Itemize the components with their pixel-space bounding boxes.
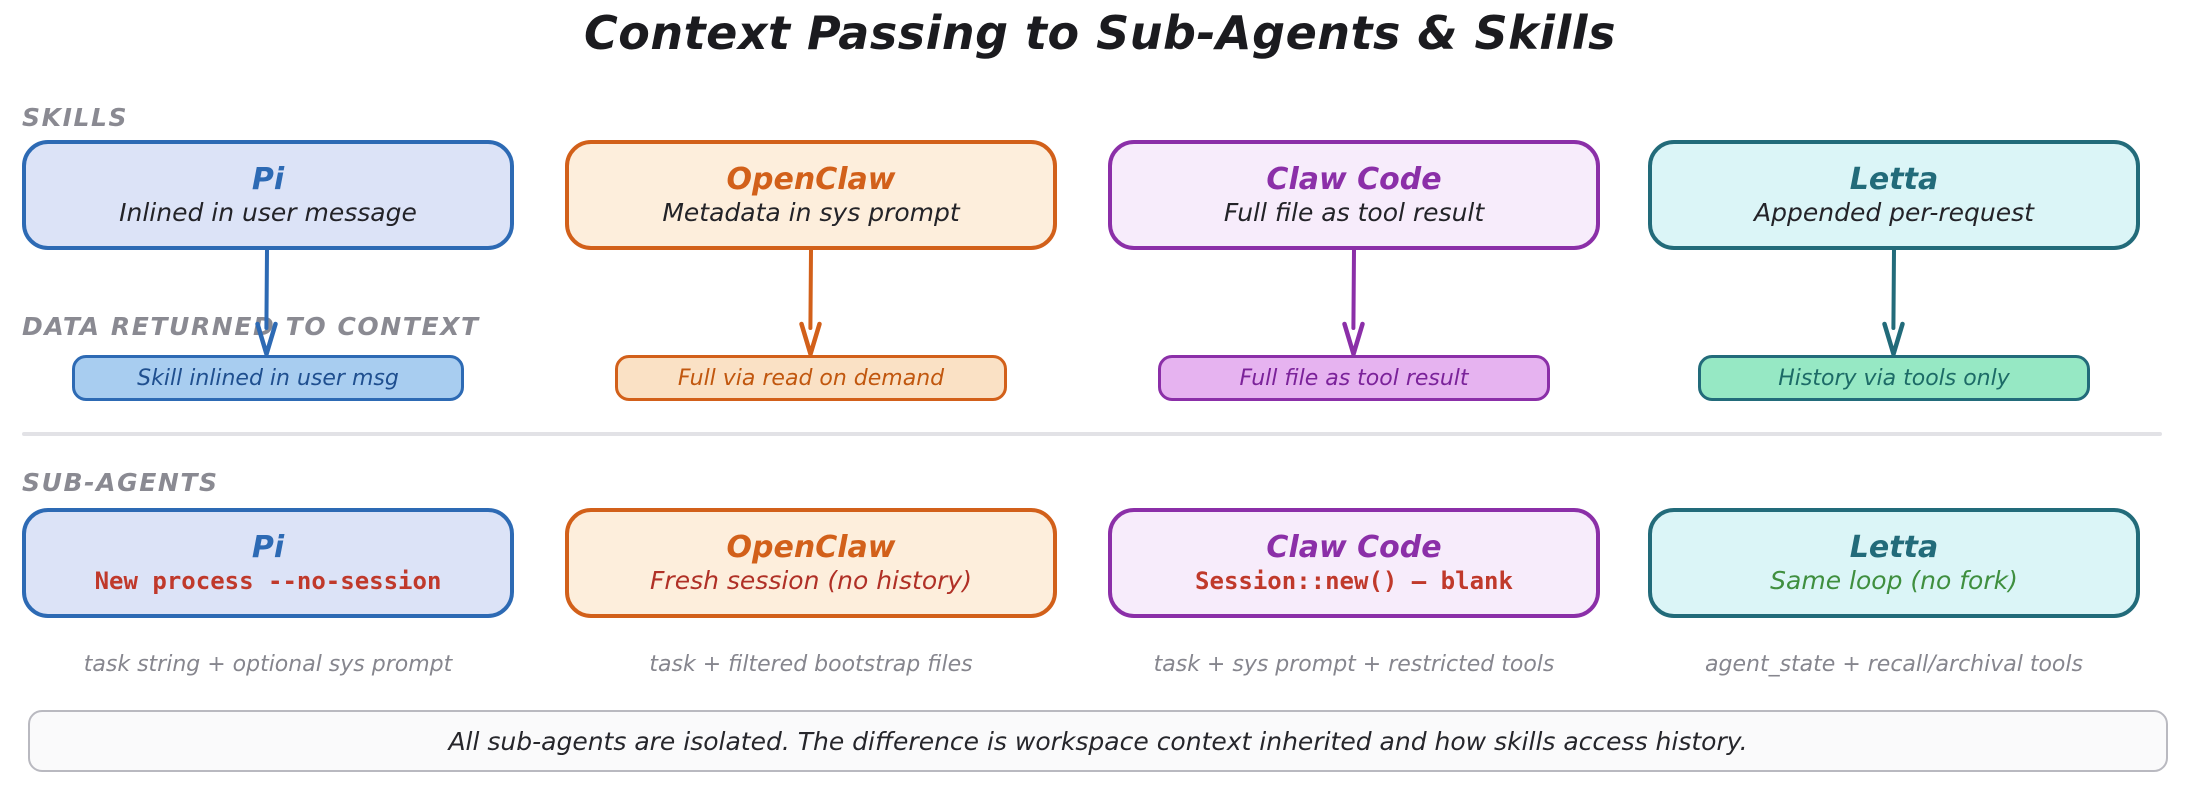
subagent-card-title: OpenClaw [726,529,896,565]
subagent-caption: task string + optional sys prompt [83,652,453,677]
result-pill-label: Full file as tool result [1239,365,1469,391]
summary-note-text: All sub-agents are isolated. The differe… [448,726,1748,756]
subagent-card-mechanism: Same loop (no fork) [1770,566,2018,596]
result-pill-letta[interactable]: History via tools only [1698,355,2090,401]
skills-card-mechanism: Inlined in user message [119,198,417,228]
result-pill-label: History via tools only [1778,365,2010,391]
subagent-card-letta[interactable]: Letta Same loop (no fork) [1648,508,2140,618]
subagent-caption: task + sys prompt + restricted tools [1153,652,1555,677]
subagent-card-claw-code[interactable]: Claw Code Session::new() — blank [1108,508,1600,618]
skills-card-pi[interactable]: Pi Inlined in user message [22,140,514,250]
subagent-card-openclaw[interactable]: OpenClaw Fresh session (no history) [565,508,1057,618]
subagent-card-mechanism: Session::new() — blank [1195,566,1513,595]
result-pill-openclaw[interactable]: Full via read on demand [615,355,1007,401]
down-arrow-icon [255,250,278,357]
subagent-card-title: Letta [1849,529,1939,565]
result-pill-label: Skill inlined in user msg [137,365,399,391]
skills-card-title: Claw Code [1266,161,1442,197]
section-label-skills: SKILLS [22,103,129,132]
subagent-card-title: Claw Code [1266,530,1442,566]
down-arrow-icon [1882,250,1905,357]
result-pill-pi[interactable]: Skill inlined in user msg [72,355,464,401]
result-pill-label: Full via read on demand [677,365,945,391]
subagent-card-title: Pi [251,530,285,566]
section-label-subagents: SUB-AGENTS [22,468,219,497]
skills-card-title: OpenClaw [726,161,896,197]
skills-card-openclaw[interactable]: OpenClaw Metadata in sys prompt [565,140,1057,250]
down-arrow-icon [799,250,822,357]
down-arrow-icon [1342,250,1365,357]
summary-note: All sub-agents are isolated. The differe… [28,710,2168,772]
skills-card-claw-code[interactable]: Claw Code Full file as tool result [1108,140,1600,250]
skills-card-title: Pi [251,161,285,197]
skills-card-mechanism: Metadata in sys prompt [662,198,960,228]
subagent-caption: agent_state + recall/archival tools [1705,652,2083,677]
section-divider [22,432,2162,436]
page-title: Context Passing to Sub-Agents & Skills [584,6,1616,60]
skills-card-title: Letta [1849,161,1939,197]
skills-card-mechanism: Appended per-request [1754,198,2034,228]
subagent-card-pi[interactable]: Pi New process --no-session [22,508,514,618]
skills-card-letta[interactable]: Letta Appended per-request [1648,140,2140,250]
subagent-card-mechanism: New process --no-session [94,566,442,595]
result-pill-claw-code[interactable]: Full file as tool result [1158,355,1550,401]
skills-card-mechanism: Full file as tool result [1223,198,1485,228]
subagent-card-mechanism: Fresh session (no history) [650,566,972,596]
subagent-caption: task + filtered bootstrap files [649,652,973,677]
section-label-data-returned: DATA RETURNED TO CONTEXT [22,312,480,341]
